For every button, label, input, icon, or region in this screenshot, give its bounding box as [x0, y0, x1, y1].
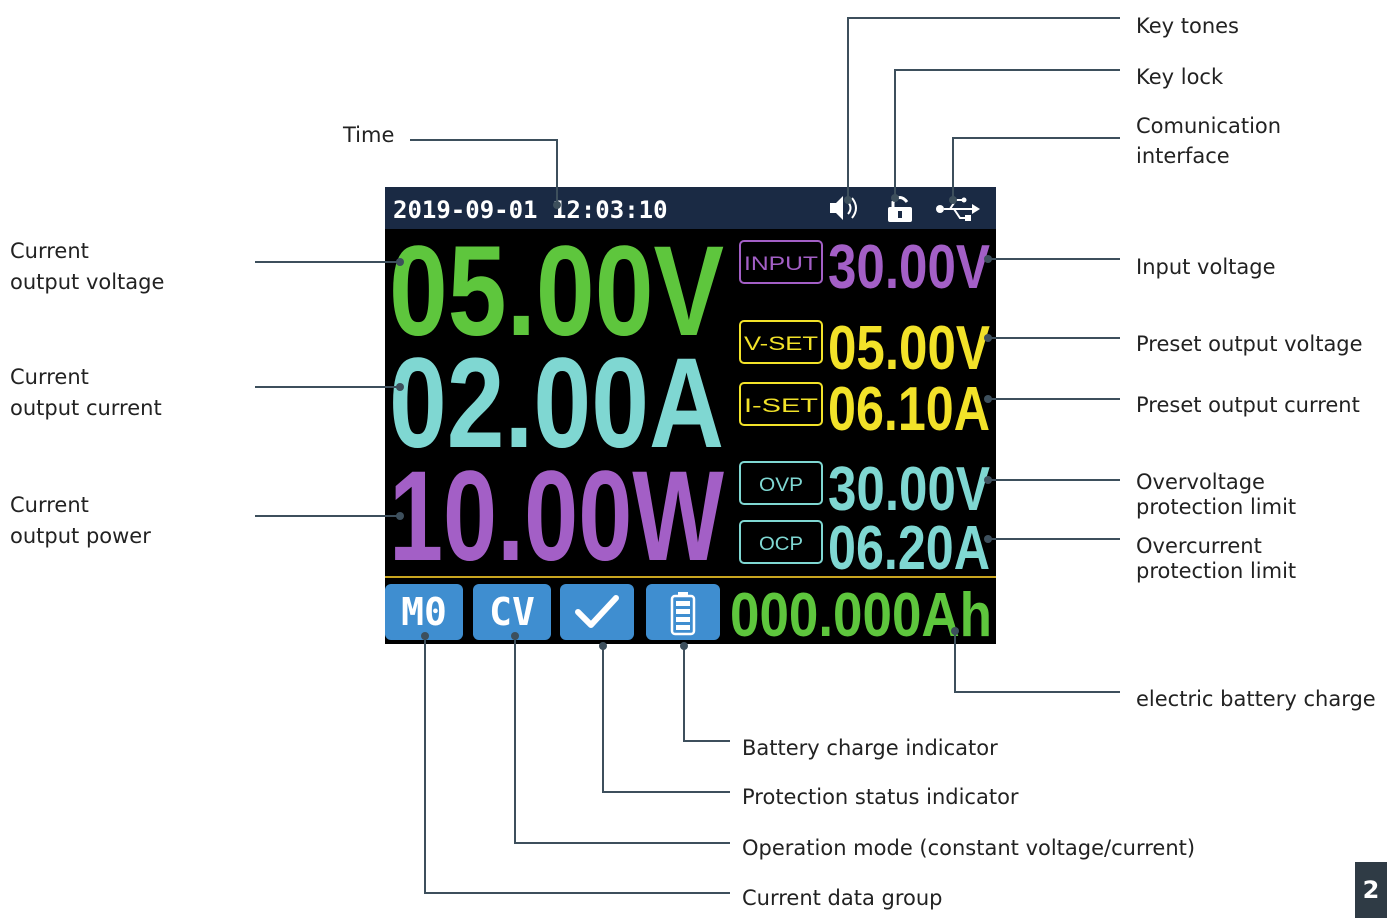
- ocp-tag: OCP: [759, 534, 803, 555]
- input-tag-box: [739, 240, 823, 284]
- comm-leader: [952, 137, 1120, 200]
- ovp-tag: OVP: [759, 475, 803, 496]
- label-ovp-line1: Overvoltage: [1136, 470, 1265, 494]
- label-input-voltage: Input voltage: [1136, 255, 1276, 279]
- group-indicator: [385, 584, 463, 640]
- label-ov-line1: Current: [10, 239, 89, 263]
- protection-indicator: [560, 584, 634, 640]
- usb-icon[interactable]: [936, 197, 980, 222]
- label-operation-mode: Operation mode (constant voltage/current…: [742, 836, 1195, 860]
- mode-indicator: [473, 584, 551, 640]
- output-power-readout: 10.00W: [389, 445, 724, 588]
- output-current-readout: 02.00A: [389, 332, 724, 475]
- label-ov-line2: output voltage: [10, 270, 164, 294]
- label-comm-line1: Comunication: [1136, 114, 1281, 138]
- label-battery-indicator: Battery charge indicator: [742, 736, 998, 760]
- battery-icon: [670, 592, 696, 636]
- input-voltage-readout: 30.00V: [828, 233, 990, 302]
- iset-tag-box: [739, 382, 823, 426]
- time-leader: [410, 139, 558, 205]
- label-ocp-line2: protection limit: [1136, 559, 1296, 583]
- label-data-group: Current data group: [742, 886, 943, 910]
- vset-readout: 05.00V: [828, 314, 990, 383]
- label-protection-indicator: Protection status indicator: [742, 785, 1019, 809]
- mode-leader: [514, 636, 730, 844]
- ocp-readout: 06.20A: [828, 514, 990, 583]
- output-voltage-readout: 05.00V: [389, 220, 724, 363]
- key-tones-leader: [847, 17, 1120, 200]
- vset-tag: V-SET: [744, 334, 819, 355]
- key-lock-leader: [894, 69, 1120, 198]
- battery-charge-leader: [954, 631, 1120, 693]
- group-leader: [424, 636, 730, 894]
- lcd-background: [385, 187, 996, 644]
- ovp-readout: 30.00V: [828, 455, 990, 524]
- callout-labels: Time Key tones Key lock Comunication int…: [10, 14, 1376, 910]
- label-op-line1: Current: [10, 493, 89, 517]
- check-icon: [575, 595, 619, 628]
- label-oc-line1: Current: [10, 365, 89, 389]
- label-battery-charge: electric battery charge: [1136, 687, 1376, 711]
- protection-leader: [602, 646, 730, 793]
- leader-lines: [255, 17, 1120, 894]
- label-key-tones: Key tones: [1136, 14, 1239, 38]
- label-oc-line2: output current: [10, 396, 162, 420]
- battery-indicator-leader: [683, 646, 730, 742]
- lock-icon[interactable]: [888, 196, 912, 223]
- label-op-line2: output power: [10, 524, 151, 548]
- label-preset-voltage: Preset output voltage: [1136, 332, 1363, 356]
- mode-label: CV: [489, 590, 535, 634]
- page-number: 2: [1355, 862, 1387, 918]
- label-time: Time: [342, 123, 394, 147]
- vset-tag-box: [739, 320, 823, 364]
- label-comm-line2: interface: [1136, 144, 1230, 168]
- label-ocp-line1: Overcurrent: [1136, 534, 1262, 558]
- label-ovp-line2: protection limit: [1136, 495, 1296, 519]
- iset-tag: I-SET: [744, 396, 819, 417]
- ocp-tag-box: [739, 520, 823, 564]
- lcd-screen: 2019-09-01 12:03:10 05.00V 02.00A 10.00W: [385, 187, 996, 650]
- label-key-lock: Key lock: [1136, 65, 1224, 89]
- datetime-readout: 2019-09-01 12:03:10: [393, 196, 668, 224]
- input-tag: INPUT: [744, 254, 819, 275]
- label-preset-current: Preset output current: [1136, 393, 1360, 417]
- charge-readout: 000.000Ah: [730, 581, 992, 650]
- ovp-tag-box: [739, 461, 823, 505]
- iset-readout: 06.10A: [828, 375, 990, 444]
- group-label: M0: [401, 590, 447, 634]
